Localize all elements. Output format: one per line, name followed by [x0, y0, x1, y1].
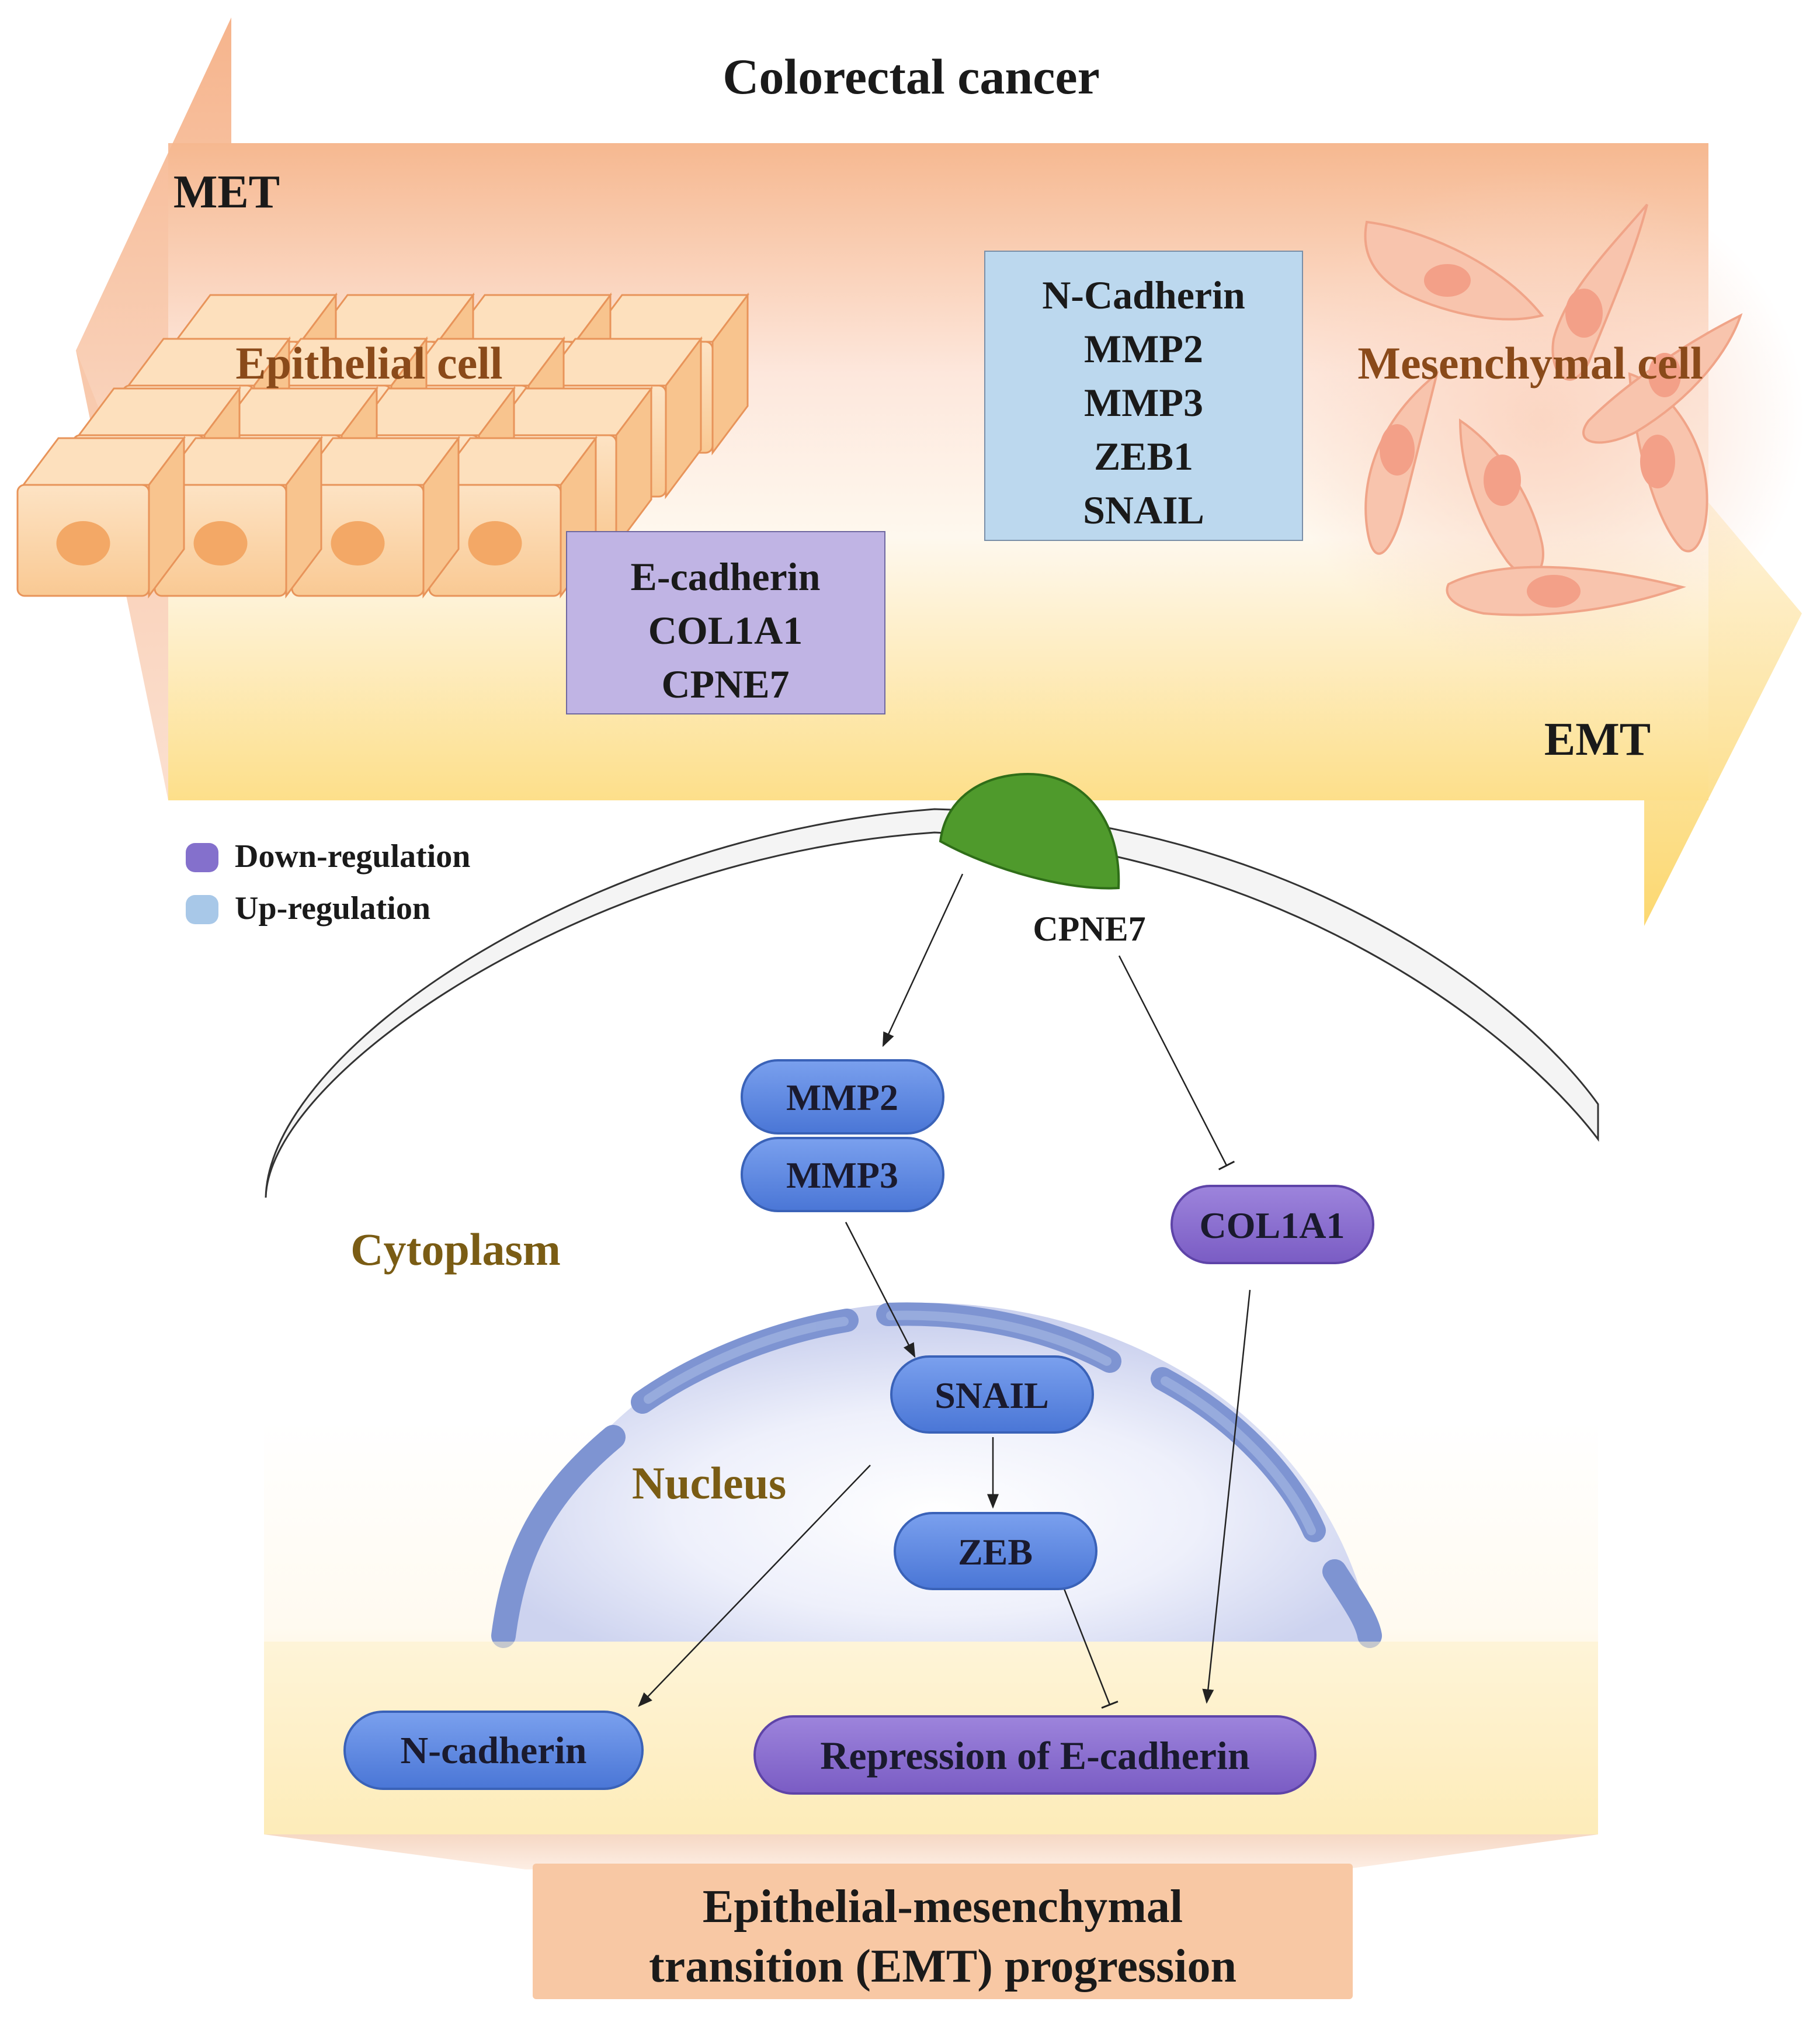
node-mmp3: MMP3	[741, 1137, 944, 1212]
footer-line2: transition (EMT) progression	[649, 1941, 1237, 1992]
up-gene: MMP3	[1084, 380, 1203, 425]
epithelial-cube	[154, 435, 323, 599]
epithelial-nucleus	[56, 521, 110, 566]
legend-down-swatch	[186, 843, 218, 872]
cpne7-label: CPNE7	[1033, 910, 1145, 948]
node-mmp2-label: MMP2	[786, 1077, 898, 1118]
pathway-edges	[638, 873, 1251, 1709]
epithelial-cells	[16, 292, 749, 599]
node-snail: SNAIL	[890, 1355, 1094, 1434]
down-gene: E-cadherin	[631, 554, 821, 599]
node-ncadherin-label: N-cadherin	[401, 1729, 587, 1772]
cpne7-receptor	[939, 772, 1120, 890]
edge-cpne7-col1a1	[1118, 955, 1235, 1171]
node-repression: Repression of E-cadherin	[753, 1715, 1317, 1795]
mesenchymal-cells	[1279, 169, 1805, 672]
node-mmp3-label: MMP3	[786, 1154, 898, 1196]
node-mmp2: MMP2	[741, 1059, 944, 1135]
cell-membrane	[265, 808, 1599, 1198]
legend: Down-regulation Up-regulation	[186, 838, 470, 927]
emt-arrow	[1644, 502, 1802, 926]
legend-down-label: Down-regulation	[235, 838, 470, 875]
met-label: MET	[173, 166, 280, 218]
mesenchymal-cell-label: Mesenchymal cell	[1357, 338, 1703, 388]
footer-line1: Epithelial-mesenchymal	[703, 1881, 1183, 1933]
epithelial-nucleus	[331, 521, 385, 566]
down-regulation-box: E-cadherin COL1A1 CPNE7	[566, 531, 885, 714]
node-col1a1: COL1A1	[1171, 1185, 1374, 1264]
down-gene: COL1A1	[648, 608, 803, 653]
edge-cpne7-mmp2	[882, 873, 964, 1047]
up-gene: ZEB1	[1094, 434, 1193, 478]
epithelial-nucleus	[193, 521, 248, 566]
pathway-nodes: MMP2 MMP3 COL1A1 SNAIL ZEB N-cadherin Re…	[343, 1059, 1374, 1795]
node-col1a1-label: COL1A1	[1200, 1205, 1345, 1246]
edge-zeb-repression	[1063, 1588, 1119, 1709]
edge-mmp3-snail	[845, 1222, 916, 1358]
up-gene: MMP2	[1084, 327, 1203, 371]
emt-label: EMT	[1544, 714, 1651, 765]
legend-up-swatch	[186, 895, 218, 924]
node-zeb-label: ZEB	[958, 1531, 1033, 1573]
footer-box	[533, 1864, 1353, 1999]
mesenchymal-nuclei	[1380, 264, 1681, 608]
node-snail-label: SNAIL	[935, 1375, 1049, 1416]
up-regulation-box: N-Cadherin MMP2 MMP3 ZEB1 SNAIL	[984, 251, 1303, 541]
node-repression-label: Repression of E-cadherin	[820, 1733, 1249, 1778]
cytoplasm-label: Cytoplasm	[350, 1224, 561, 1275]
epithelial-cube	[16, 435, 186, 599]
nucleus	[491, 1302, 1382, 1648]
epithelial-cube	[428, 435, 598, 599]
up-gene: SNAIL	[1083, 488, 1204, 532]
title: Colorectal cancer	[723, 48, 1100, 105]
legend-up-label: Up-regulation	[235, 890, 430, 927]
footer: Epithelial-mesenchymal transition (EMT) …	[264, 1834, 1598, 1999]
up-gene: N-Cadherin	[1042, 273, 1245, 317]
epithelial-nucleus	[468, 521, 522, 566]
node-zeb: ZEB	[894, 1512, 1097, 1590]
down-gene: CPNE7	[661, 662, 789, 706]
nucleus-label: Nucleus	[632, 1458, 786, 1508]
footer-fan	[264, 1834, 1598, 1869]
epithelial-cell-label: Epithelial cell	[235, 338, 502, 388]
edge-snail-ncadherin	[638, 1465, 871, 1707]
node-ncadherin: N-cadherin	[343, 1711, 644, 1790]
edge-col1a1-repression	[1202, 1289, 1251, 1704]
